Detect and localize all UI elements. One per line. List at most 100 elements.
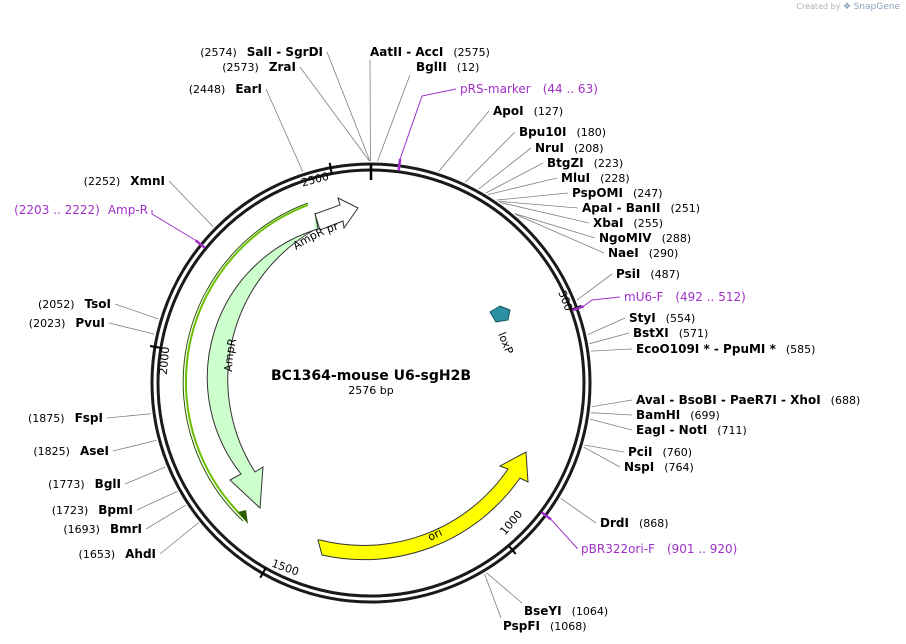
ori-feature — [317, 451, 529, 561]
site-label-btgzi: BtgZI (223) — [547, 156, 623, 170]
site-label-pcii: PciI(760) — [628, 445, 692, 459]
site-label-bseyi: BseYI(1064) — [524, 604, 608, 618]
site-label-bstxi: BstXI(571) — [633, 326, 708, 340]
site-leader — [484, 573, 502, 619]
site-label-nspi: NspI(764) — [624, 460, 694, 474]
site-position: (585) — [786, 343, 816, 356]
site-label-aatii-acci: AatII - AccI(2575) — [370, 45, 490, 59]
site-name: MluI — [561, 171, 590, 185]
site-position: (1825) — [33, 445, 70, 458]
site-label-bamhi: BamHI(699) — [636, 408, 720, 422]
site-name: BamHI — [636, 408, 680, 422]
primer-marks — [151, 88, 621, 549]
site-position: (247) — [633, 187, 663, 200]
tick-label: 1500 — [270, 557, 301, 579]
site-leader — [299, 66, 370, 162]
site-leader — [112, 439, 157, 452]
site-label-avai-bsobi-paer7i-xhoi: AvaI - BsoBI - PaeR7I - XhoI (688) — [636, 393, 860, 407]
site-name: ZraI — [269, 60, 296, 74]
site-position: (688) — [831, 394, 861, 407]
tick-label: 2500 — [300, 170, 330, 190]
primer-mark — [571, 305, 585, 312]
loxp-label: loxP — [495, 330, 516, 356]
site-leader — [124, 466, 166, 485]
site-name: DrdI — [600, 516, 629, 530]
left-site-labels: (2574)SalI - SgrDI (2573) ZraI (2448)EarI (2… — [28, 45, 323, 561]
site-position: (223) — [594, 157, 624, 170]
site-name: EarI — [235, 82, 262, 96]
site-leader — [576, 273, 613, 301]
site-leader — [500, 202, 590, 224]
site-label-drdi: DrdI(868) — [600, 516, 669, 530]
site-leader — [498, 200, 579, 209]
site-label-xmni: (2252)XmnI — [84, 174, 165, 188]
plasmid-length: 2576 bp — [348, 384, 393, 397]
site-label-xbai: XbaI (255) — [593, 216, 663, 230]
site-leader — [377, 74, 411, 162]
ampr-feature — [206, 212, 319, 510]
primer-name: mU6-F — [624, 290, 663, 304]
site-name: BpmI — [98, 503, 133, 517]
primer-leader — [399, 88, 457, 160]
tick-mark — [259, 567, 267, 579]
site-position: (2574) — [200, 46, 237, 59]
site-label-bpmi: (1723) BpmI — [52, 503, 133, 517]
site-position: (2573) — [222, 61, 259, 74]
site-name: XbaI — [593, 216, 623, 230]
site-leader — [583, 446, 621, 468]
site-leader — [438, 110, 490, 172]
primer-range: (2203 .. 2222) — [14, 203, 100, 217]
site-name: BglI — [95, 477, 121, 491]
site-name: EagI - NotI — [636, 423, 707, 437]
site-name: Bpu10I — [519, 125, 566, 139]
primer-range: (901 .. 920) — [667, 542, 737, 556]
plasmid-name: BC1364-mouse U6-sgH2B — [271, 368, 471, 384]
site-leader — [584, 444, 625, 453]
site-position: (1875) — [28, 412, 65, 425]
site-label-tsoi: (2052) TsoI — [38, 297, 111, 311]
primer-leader — [583, 296, 621, 307]
site-position: (1773) — [48, 478, 85, 491]
ampr-promoter-feature — [314, 197, 359, 231]
site-leader — [145, 504, 186, 530]
site-leader — [485, 162, 544, 194]
site-name: PciI — [628, 445, 653, 459]
site-label-eari: (2448)EarI — [189, 82, 262, 96]
site-name: BstXI — [633, 326, 669, 340]
site-name: XmnI — [130, 174, 165, 188]
snapgene-logo-icon: ❖ — [842, 2, 852, 12]
site-name: BmrI — [110, 522, 142, 536]
site-name: BtgZI — [547, 156, 584, 170]
primer-label-mu6-f: mU6-F (492 .. 512) — [624, 290, 746, 304]
site-label-sali-sgrdi: (2574)SalI - SgrDI — [200, 45, 323, 59]
site-label-fspi: (1875)FspI — [28, 411, 103, 425]
site-name: AvaI - BsoBI - PaeR7I - XhoI — [636, 393, 821, 407]
site-position: (1064) — [572, 605, 609, 618]
site-position: (251) — [671, 202, 701, 215]
site-label-bpu10i: Bpu10I (180) — [519, 125, 606, 139]
site-leader — [159, 522, 199, 555]
site-leader — [587, 317, 626, 336]
site-leader — [591, 399, 633, 408]
site-position: (1723) — [52, 504, 89, 517]
site-position: (208) — [574, 142, 604, 155]
site-leader — [496, 192, 569, 201]
site-name: AseI — [80, 444, 109, 458]
primer-range: (492 .. 512) — [675, 290, 745, 304]
primer-name: pRS-marker — [460, 82, 531, 96]
site-position: (180) — [576, 126, 606, 139]
site-position: (255) — [633, 217, 663, 230]
credit-brand: SnapGene — [853, 2, 900, 12]
site-name: NruI — [535, 141, 564, 155]
site-name: TsoI — [85, 297, 111, 311]
site-position: (2052) — [38, 298, 75, 311]
site-leader — [486, 572, 523, 604]
site-leader — [465, 131, 516, 183]
site-label-asei: (1825) AseI — [33, 444, 109, 458]
site-leader — [589, 418, 633, 431]
ori-label: ori — [426, 526, 444, 544]
credit-text: Created by — [796, 2, 841, 11]
site-leader — [589, 332, 630, 345]
primer-labels: pRS-marker(44 .. 63)mU6-F(492 .. 512)pBR… — [14, 82, 746, 556]
